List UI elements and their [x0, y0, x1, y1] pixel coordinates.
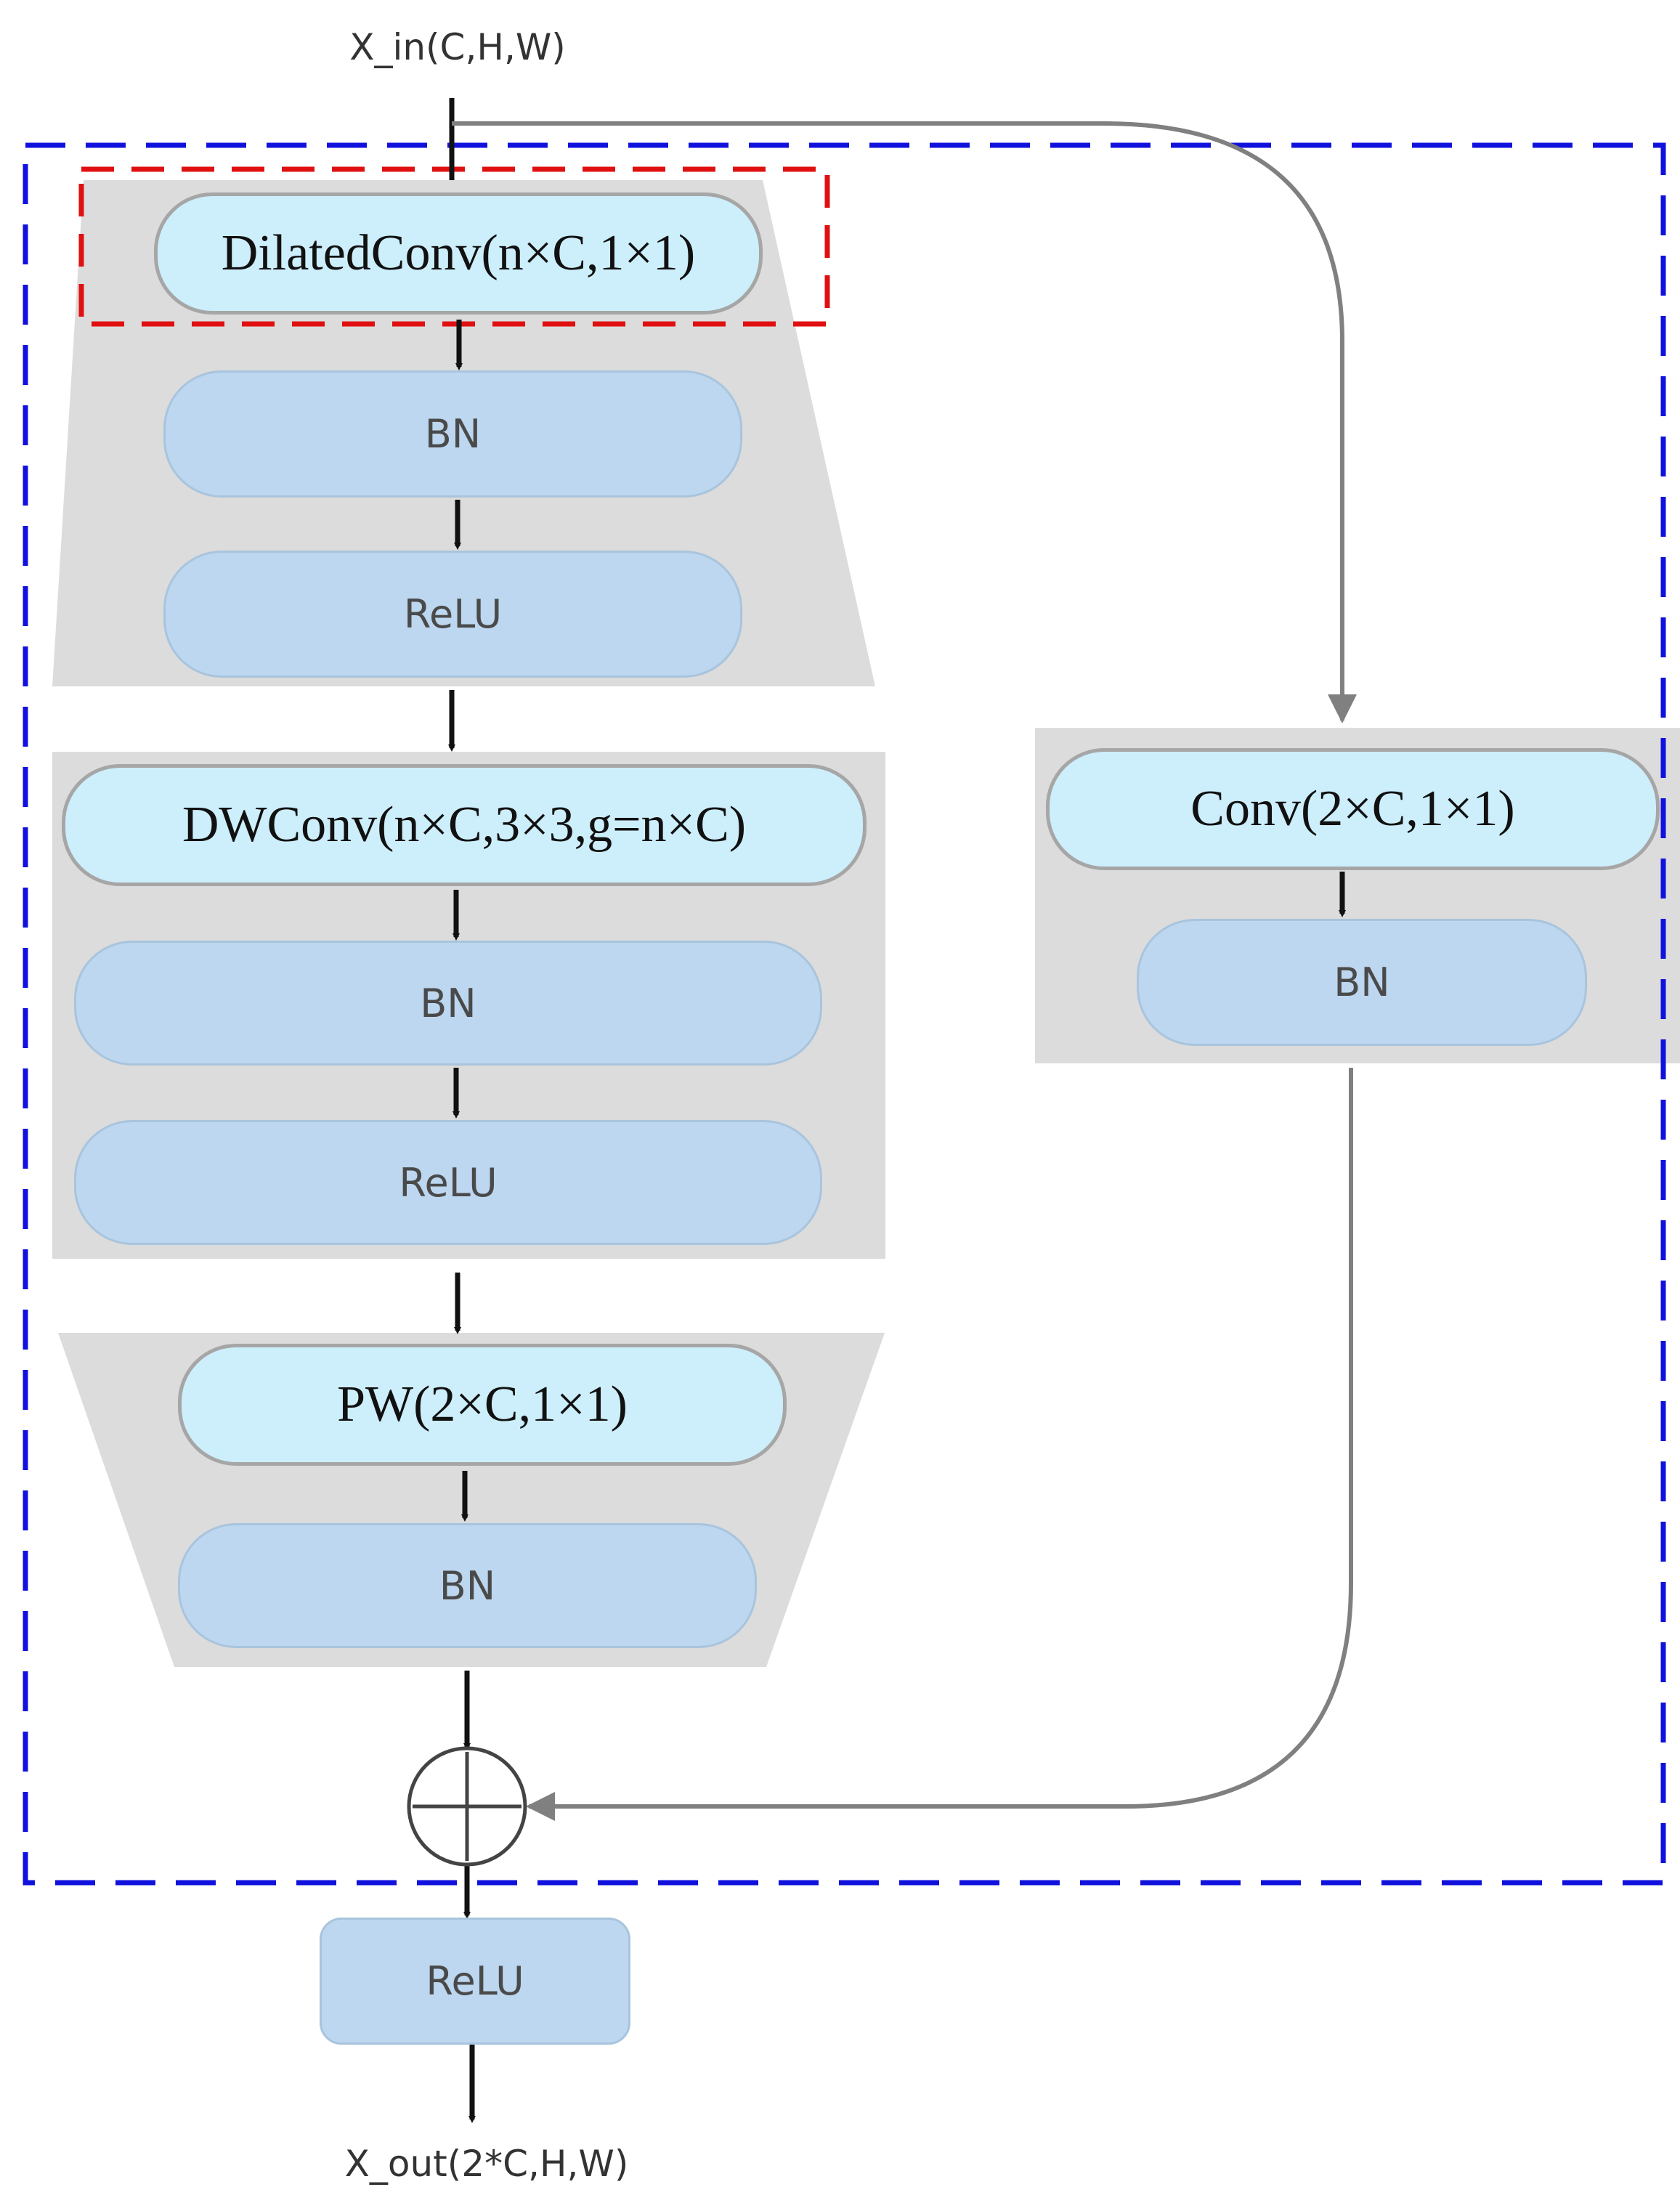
stage1-bn-node: BN [163, 370, 742, 498]
stage2-bn-node: BN [74, 941, 822, 1066]
stage2-relu-node: ReLU [74, 1120, 822, 1245]
add-node [407, 1746, 527, 1867]
final-relu-node: ReLU [320, 1918, 630, 2045]
block-frame [23, 142, 1666, 1886]
stage1-relu-node: ReLU [163, 551, 742, 678]
dilated-conv-node: DilatedConv(n×C,1×1) [154, 192, 763, 315]
pw-conv-node: PW(2×C,1×1) [178, 1344, 787, 1466]
shortcut-path-top [452, 121, 1357, 723]
shortcut-conv-node: Conv(2×C,1×1) [1046, 748, 1660, 870]
dw-conv-node: DWConv(n×C,3×3,g=n×C) [62, 764, 867, 886]
shortcut-path-bottom [526, 1068, 1353, 1821]
input-label: X_in(C,H,W) [349, 26, 566, 68]
stage3-bn-node: BN [178, 1523, 757, 1648]
output-label: X_out(2*C,H,W) [344, 2143, 629, 2185]
shortcut-bn-node: BN [1137, 919, 1587, 1046]
